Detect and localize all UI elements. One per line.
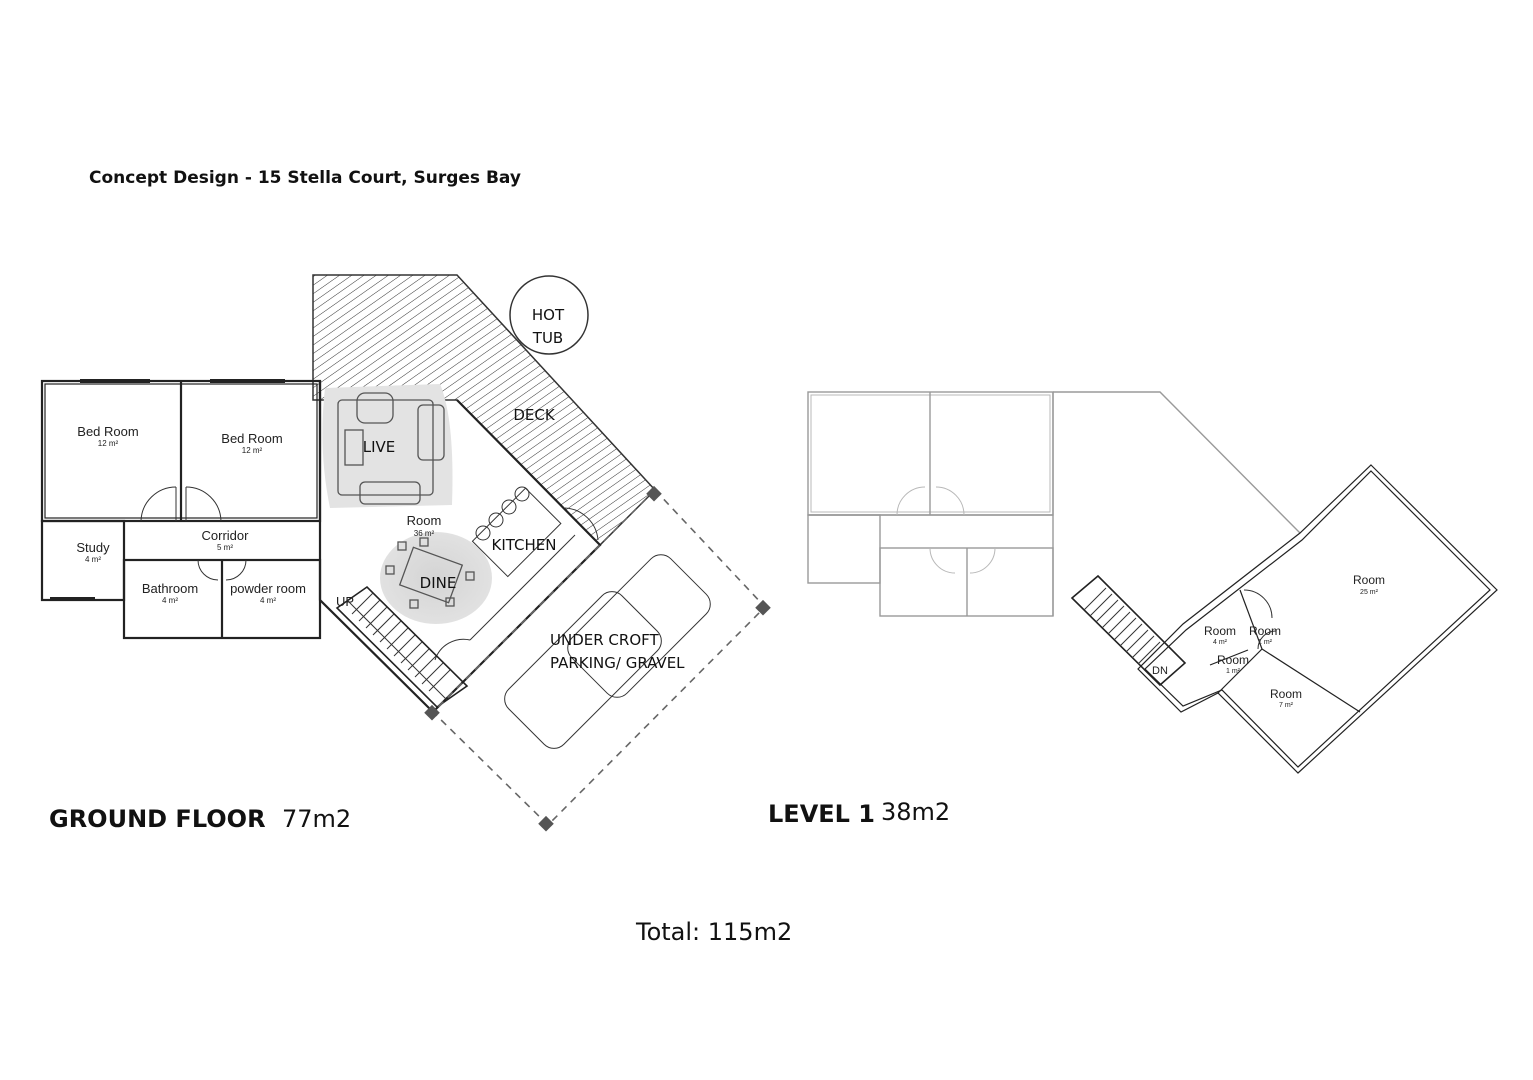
powder-room-label: powder room bbox=[230, 581, 306, 596]
level-1-room-25-label: Room bbox=[1353, 573, 1385, 587]
stair-up-label: UP bbox=[336, 594, 354, 609]
level-1-outline bbox=[1137, 464, 1498, 774]
level-1-room-4-area: 4 m² bbox=[1213, 639, 1228, 646]
bathroom-label: Bathroom bbox=[142, 581, 198, 596]
level-1-room-25-area: 25 m² bbox=[1360, 589, 1379, 596]
level-1-room-1a-area: 1 m² bbox=[1258, 639, 1273, 646]
kitchen-zone-label: KITCHEN bbox=[492, 536, 557, 554]
bed-room-2-area: 12 m² bbox=[242, 446, 263, 455]
ground-stair bbox=[335, 585, 469, 709]
living-furniture-sketch bbox=[322, 384, 453, 508]
level-1-room-1b-area: 1 m² bbox=[1226, 668, 1241, 675]
ground-floor-area: 77m2 bbox=[282, 805, 351, 833]
corridor-area: 5 m² bbox=[217, 543, 233, 552]
deck-label: DECK bbox=[513, 406, 556, 424]
bed-room-1-area: 12 m² bbox=[98, 439, 119, 448]
bed-room-2-label: Bed Room bbox=[221, 431, 282, 446]
ground-floor-title: GROUND FLOOR bbox=[49, 805, 266, 833]
sheet-title: Concept Design - 15 Stella Court, Surges… bbox=[89, 168, 521, 188]
ground-floor-ghost-outline bbox=[807, 391, 1301, 617]
car-outline bbox=[567, 554, 711, 698]
corridor-label: Corridor bbox=[202, 528, 250, 543]
undercroft-label-line1: UNDER CROFT bbox=[550, 631, 659, 649]
bathroom-area: 4 m² bbox=[162, 596, 178, 605]
study-label: Study bbox=[76, 540, 110, 555]
stair-down-label: DN bbox=[1152, 665, 1168, 677]
hot-tub-label-line2: TUB bbox=[532, 329, 563, 347]
hot-tub bbox=[509, 275, 589, 355]
dining-furniture-sketch bbox=[380, 532, 492, 624]
level-1-stair bbox=[1070, 574, 1187, 687]
study-area: 4 m² bbox=[85, 555, 101, 564]
level-1-room-1b-label: Room bbox=[1217, 653, 1249, 667]
main-room-area: 36 m² bbox=[414, 529, 435, 538]
live-zone-label: LIVE bbox=[363, 438, 396, 456]
level-1-plan: Room 25 m² Room 4 m² Room 1 m² Room 1 m²… bbox=[807, 391, 1498, 774]
level-1-room-7-label: Room bbox=[1270, 687, 1302, 701]
main-room-label: Room bbox=[407, 513, 442, 528]
powder-room-area: 4 m² bbox=[260, 596, 276, 605]
level-1-room-7-area: 7 m² bbox=[1279, 702, 1294, 709]
level-1-title: LEVEL 1 bbox=[768, 800, 875, 828]
ground-floor-plan: Bed Room 12 m² Bed Room 12 m² Study 4 m²… bbox=[40, 274, 771, 832]
level-1-room-4-label: Room bbox=[1204, 624, 1236, 638]
hot-tub-label-line1: HOT bbox=[532, 306, 565, 324]
bed-room-1-label: Bed Room bbox=[77, 424, 138, 439]
level-1-area: 38m2 bbox=[881, 798, 950, 826]
dine-zone-label: DINE bbox=[420, 574, 457, 592]
total-area: Total: 115m2 bbox=[635, 918, 792, 946]
undercroft-parking-area bbox=[431, 488, 767, 827]
car-outline bbox=[504, 591, 662, 749]
undercroft-label-line2: PARKING/ GRAVEL bbox=[550, 654, 685, 672]
study-wall bbox=[40, 519, 126, 602]
level-1-room-1a-label: Room bbox=[1249, 624, 1281, 638]
kitchen-bench bbox=[471, 486, 562, 578]
